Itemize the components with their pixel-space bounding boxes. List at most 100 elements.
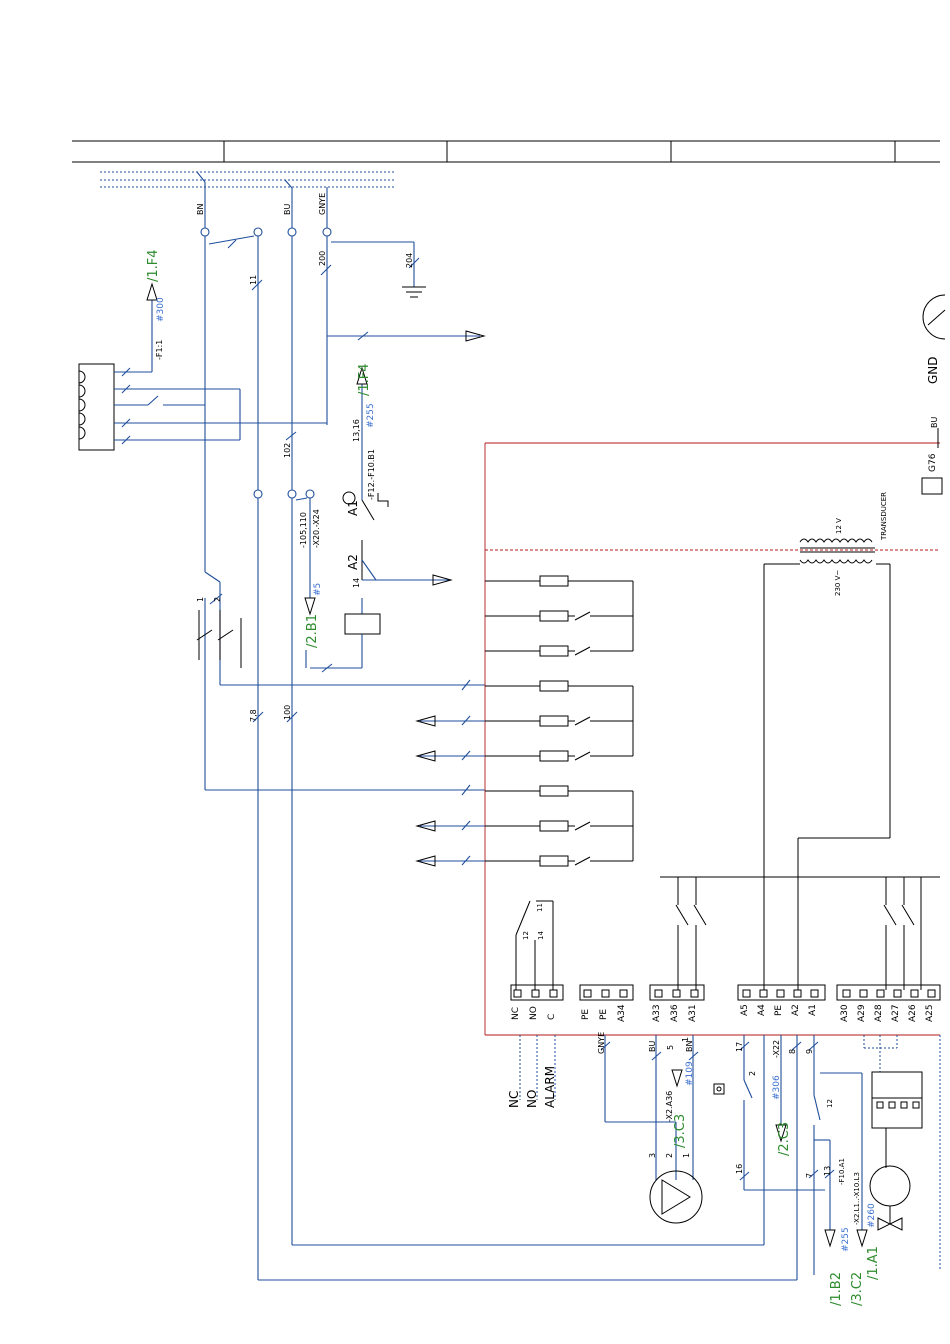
alarm-nc-label: NC	[507, 1091, 521, 1108]
main-contacts	[196, 610, 242, 668]
strip4-label-2: PE	[774, 1005, 784, 1016]
pump-code-label: #109	[685, 1061, 695, 1086]
sw-2-label: 2	[748, 1071, 757, 1076]
strip2-label-2: A34	[617, 1004, 627, 1022]
sw-ref-label: -F10.A1	[838, 1158, 846, 1185]
conn-ref-label: -X20.-X24	[312, 509, 321, 548]
strip5-label-4: A26	[908, 1004, 918, 1022]
sw-8-label: 8	[788, 1049, 797, 1054]
pump-1-label: 1	[681, 1037, 690, 1042]
alarm-no-label: NO	[525, 1090, 539, 1108]
main-wires	[204, 236, 797, 1281]
sw-xref1-label: /1.B2	[829, 1272, 844, 1306]
g76-label: G76	[928, 453, 938, 472]
wire-100-label: 100	[283, 705, 292, 720]
pump-2-label: 2	[665, 1153, 674, 1158]
strip5-label-1: A29	[857, 1004, 867, 1022]
sw-x22-label: -X22	[772, 1040, 781, 1058]
sw-code2-label: #260	[867, 1203, 877, 1228]
strip3-label-2: A31	[688, 1004, 698, 1022]
strip3-label-0: A33	[652, 1004, 662, 1022]
gnd-label: GND	[926, 356, 940, 384]
right-bu-label: BU	[930, 417, 939, 428]
left-ref-label: -F1:1	[155, 340, 164, 360]
pump-3-label: 3	[648, 1153, 657, 1158]
left-block-arrow	[146, 282, 158, 301]
relay-code2-label: #5	[313, 583, 323, 596]
dashed-bus	[100, 171, 395, 188]
wire-102-label: 102	[283, 443, 292, 458]
strip1-label-2: C	[547, 1014, 557, 1020]
term-bu-label: BU	[283, 204, 292, 215]
strip4-label-1: A4	[757, 1004, 767, 1016]
outgoing-arrows	[415, 715, 485, 867]
relay-group	[304, 366, 453, 669]
sw-7-label: 7	[805, 1173, 814, 1178]
strip3-label-1: A36	[670, 1004, 680, 1022]
relay-xref2-label: /2.B1	[305, 614, 320, 648]
relay-code-label: #255	[366, 403, 376, 428]
strip4-label-4: A1	[808, 1004, 818, 1016]
relay-xref-label: /1.F4	[357, 363, 372, 396]
right-panel	[921, 294, 946, 495]
strip4-label-3: A2	[791, 1004, 801, 1016]
wire-ticks	[121, 239, 835, 1181]
left-code-label: #300	[156, 297, 166, 322]
strip5-label-2: A28	[874, 1004, 884, 1022]
left-terminal-block	[78, 300, 327, 451]
left-xref-label: /1.F4	[146, 249, 161, 282]
sw-9-label: 9	[805, 1049, 814, 1054]
strip4-label-0: A5	[740, 1004, 750, 1016]
strip5-label-5: A25	[925, 1004, 935, 1022]
wire-78-label: 7,8	[249, 709, 258, 722]
relay-rows	[485, 575, 634, 867]
sw-13-label: 13	[823, 1166, 832, 1176]
strip1-label-1: NO	[529, 1006, 539, 1020]
sw-code-label: #306	[772, 1075, 782, 1100]
transformer	[763, 538, 891, 990]
pump-bn-label: BN	[685, 1041, 694, 1052]
alarm-14-label: 14	[537, 931, 545, 940]
sw-xref-label: /2.C3	[777, 1122, 792, 1156]
relay-terms-label: 13,16	[352, 419, 361, 442]
wire-1-label: 1	[196, 597, 205, 602]
wire-200-label: 200	[318, 251, 327, 266]
pump-circuit	[604, 1035, 703, 1224]
relay-14-label: 14	[352, 578, 361, 588]
relay-a2-label: A2	[346, 554, 360, 570]
pump-xref-label: /3.C3	[673, 1114, 688, 1148]
transformer-12v-label: 12 V	[835, 518, 843, 534]
terminal-strips	[510, 984, 941, 1001]
wire-204-label: 204	[405, 253, 414, 268]
term-bn-label: BN	[196, 204, 205, 215]
strip5-label-0: A30	[840, 1004, 850, 1022]
strip1-label-0: NC	[511, 1007, 521, 1020]
wire-11-label: 11	[249, 275, 258, 285]
sw-ref2-label: -X2.L1..-X10.L3	[853, 1172, 861, 1225]
sw-17-label: 17	[735, 1042, 744, 1052]
transducer-label: TRANSDUCER	[880, 492, 888, 541]
lower-bus	[660, 876, 940, 990]
switch-block	[713, 1035, 868, 1280]
pump-5-label: 5	[666, 1045, 675, 1050]
relay-ref-label: -F12.-F10.B1	[367, 449, 376, 500]
sw-code1-label: #255	[841, 1227, 851, 1252]
pump-bu-label: BU	[648, 1041, 657, 1052]
alarm-12-label: 12	[522, 931, 530, 940]
relay-a1-label: A1	[346, 500, 360, 516]
alarm-label: ALARM	[543, 1066, 557, 1108]
sw-16-label: 16	[735, 1164, 744, 1174]
pump-gnye-label: GNYE	[597, 1032, 606, 1054]
alarm-outputs	[519, 1035, 556, 1100]
strip2-label-0: PE	[581, 1009, 591, 1020]
sw-xref2-label: /3.C2	[850, 1272, 865, 1306]
valve-group	[863, 1035, 923, 1231]
conn-terms-label: -105,110	[299, 512, 308, 548]
alarm-relay	[515, 900, 554, 990]
sw-xref3-label: /1.A1	[866, 1246, 881, 1280]
transformer-230v-label: 230 V~	[834, 570, 842, 596]
wire-2-label: 2	[213, 597, 222, 602]
strip5-label-3: A27	[891, 1004, 901, 1022]
